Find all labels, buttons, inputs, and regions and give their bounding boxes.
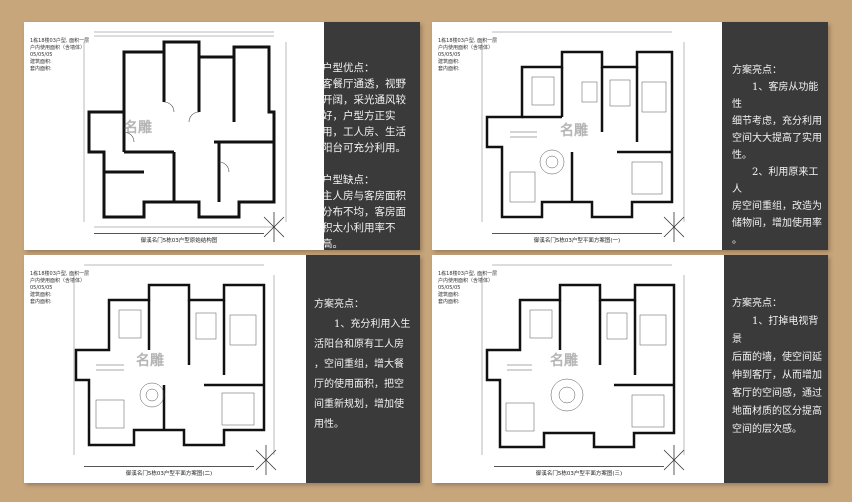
floor-plan-drawing: 1栋18楼03户型, 面积一层 户内使用面积（含墙体） 05/05/05 建筑面… [24,255,306,483]
panel-scheme-one: 1栋18楼03户型, 面积一层 户内使用面积（含墙体） 05/05/05 建筑面… [432,22,828,250]
floor-plan-drawing: 1栋18楼03户型, 面积一层 户内使用面积（含墙体） 05/05/05 建筑面… [24,22,324,250]
pros-body: 客餐厅通透，视野开阔，采光通风较好，户型方正实用，工人房、生活阳台可充分利用。 [322,78,406,154]
floor-plan-svg [481,31,685,242]
watermark-logo: 名雕 [136,353,164,369]
plan-description: 方案亮点： 1、充分利用入生 活阳台和原有工人房 ，空间重组，增大餐 厅的使用面… [314,295,414,435]
floor-plan-drawing: 1栋18楼03户型, 面积一层 户内使用面积（含墙体） 05/05/05 建筑面… [432,255,724,483]
highlights-title: 方案亮点： [732,298,782,309]
cons-body: 主人房与客房面积分布不均，客房面积太小利用率不高。 [322,190,406,250]
panel-scheme-two: 1栋18楼03户型, 面积一层 户内使用面积（含墙体） 05/05/05 建筑面… [24,255,420,483]
plan-info-block: 1栋18楼03户型, 面积一层 户内使用面积（含墙体） 05/05/05 建筑面… [30,38,90,72]
plan-description: 户型优点： 客餐厅通透，视野开阔，采光通风较好，户型方正实用，工人房、生活阳台可… [322,60,410,250]
plan-caption: 御溪名门5栋03户型平面方案图(一) [492,233,662,244]
floor-plan-drawing: 1栋18楼03户型, 面积一层 户内使用面积（含墙体） 05/05/05 建筑面… [432,22,722,250]
floor-plan-svg [481,264,685,475]
plan-caption: 御溪名门5栋03户型平面方案图(二) [84,466,254,477]
watermark-logo: 名雕 [550,353,578,369]
plan-info-block: 1栋18楼03户型, 面积一层 户内使用面积（含墙体） 05/05/05 建筑面… [438,38,498,72]
plan-caption: 御溪名门5栋03户型平面方案图(三) [494,466,664,477]
plan-info-block: 1栋18楼03户型, 面积一层 户内使用面积（含墙体） 05/05/05 建筑面… [30,271,90,305]
plan-caption: 御溪名门5栋03户型原始结构图 [94,233,264,244]
cons-title: 户型缺点： [322,174,375,186]
highlights-title: 方案亮点： [732,65,782,76]
watermark-logo: 名雕 [560,123,588,139]
panel-scheme-three: 1栋18楼03户型, 面积一层 户内使用面积（含墙体） 05/05/05 建筑面… [432,255,828,483]
floor-plan-svg [73,264,277,475]
pros-title: 户型优点： [322,62,375,74]
plan-info-block: 1栋18楼03户型, 面积一层 户内使用面积（含墙体） 05/05/05 建筑面… [438,271,498,305]
floor-plan-svg [83,31,287,242]
plan-description: 方案亮点： 1、打掉电视背景 后面的墙，使空间延 伸到客厅，从而增加 客厅的空间… [732,295,828,439]
watermark-logo: 名雕 [124,120,152,136]
plan-description: 方案亮点： 1、客房从功能性 细节考虑，充分利用 空间大大提高了实用 性。 2、… [732,62,828,249]
panel-original-structure: 1栋18楼03户型, 面积一层 户内使用面积（含墙体） 05/05/05 建筑面… [24,22,420,250]
highlights-title: 方案亮点： [314,299,364,310]
